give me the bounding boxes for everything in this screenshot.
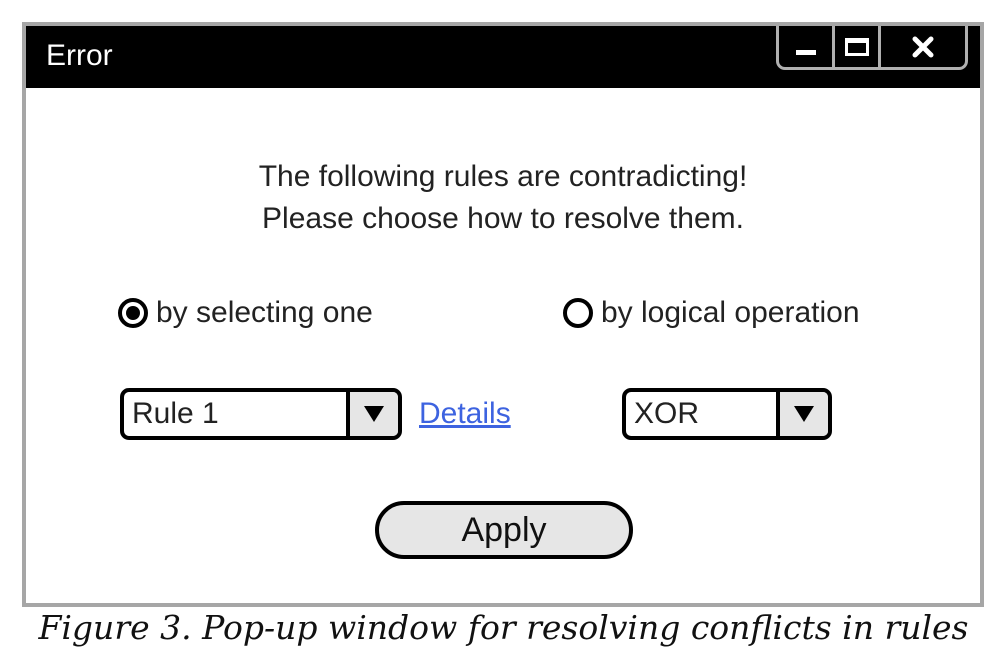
message-line-1: The following rules are contradicting! bbox=[258, 160, 748, 193]
title-bar[interactable]: Error bbox=[26, 26, 980, 88]
close-button[interactable] bbox=[881, 26, 965, 67]
chevron-down-icon bbox=[794, 406, 814, 422]
radio-unselected-icon[interactable] bbox=[563, 298, 593, 328]
chevron-down-icon bbox=[364, 406, 384, 422]
radio-dot bbox=[126, 306, 140, 320]
close-icon bbox=[912, 36, 934, 57]
operation-select[interactable]: XOR bbox=[622, 388, 832, 440]
error-dialog: Error The following rules are contradict… bbox=[22, 22, 984, 607]
details-link[interactable]: Details bbox=[419, 397, 511, 430]
figure-caption: Figure 3. Pop-up window for resolving co… bbox=[38, 608, 969, 647]
apply-button[interactable]: Apply bbox=[375, 501, 633, 559]
radio-label-selecting: by selecting one bbox=[156, 296, 373, 329]
maximize-button[interactable] bbox=[835, 26, 881, 67]
minimize-icon bbox=[795, 50, 816, 55]
rule-select-arrow[interactable] bbox=[346, 392, 398, 436]
window-title: Error bbox=[46, 39, 113, 72]
radio-by-selecting-one[interactable]: by selecting one bbox=[118, 296, 373, 330]
rule-select[interactable]: Rule 1 bbox=[120, 388, 402, 440]
rule-select-value: Rule 1 bbox=[132, 397, 219, 430]
message-line-2: Please choose how to resolve them. bbox=[262, 202, 744, 235]
error-message: The following rules are contradicting! P… bbox=[26, 156, 980, 240]
minimize-button[interactable] bbox=[779, 26, 835, 67]
window-controls bbox=[776, 26, 968, 70]
operation-select-value: XOR bbox=[634, 397, 700, 430]
radio-selected-icon[interactable] bbox=[118, 298, 148, 328]
radio-label-logical: by logical operation bbox=[601, 296, 860, 329]
radio-by-logical-operation[interactable]: by logical operation bbox=[563, 296, 860, 330]
operation-select-arrow[interactable] bbox=[776, 392, 828, 436]
maximize-icon bbox=[844, 37, 869, 56]
